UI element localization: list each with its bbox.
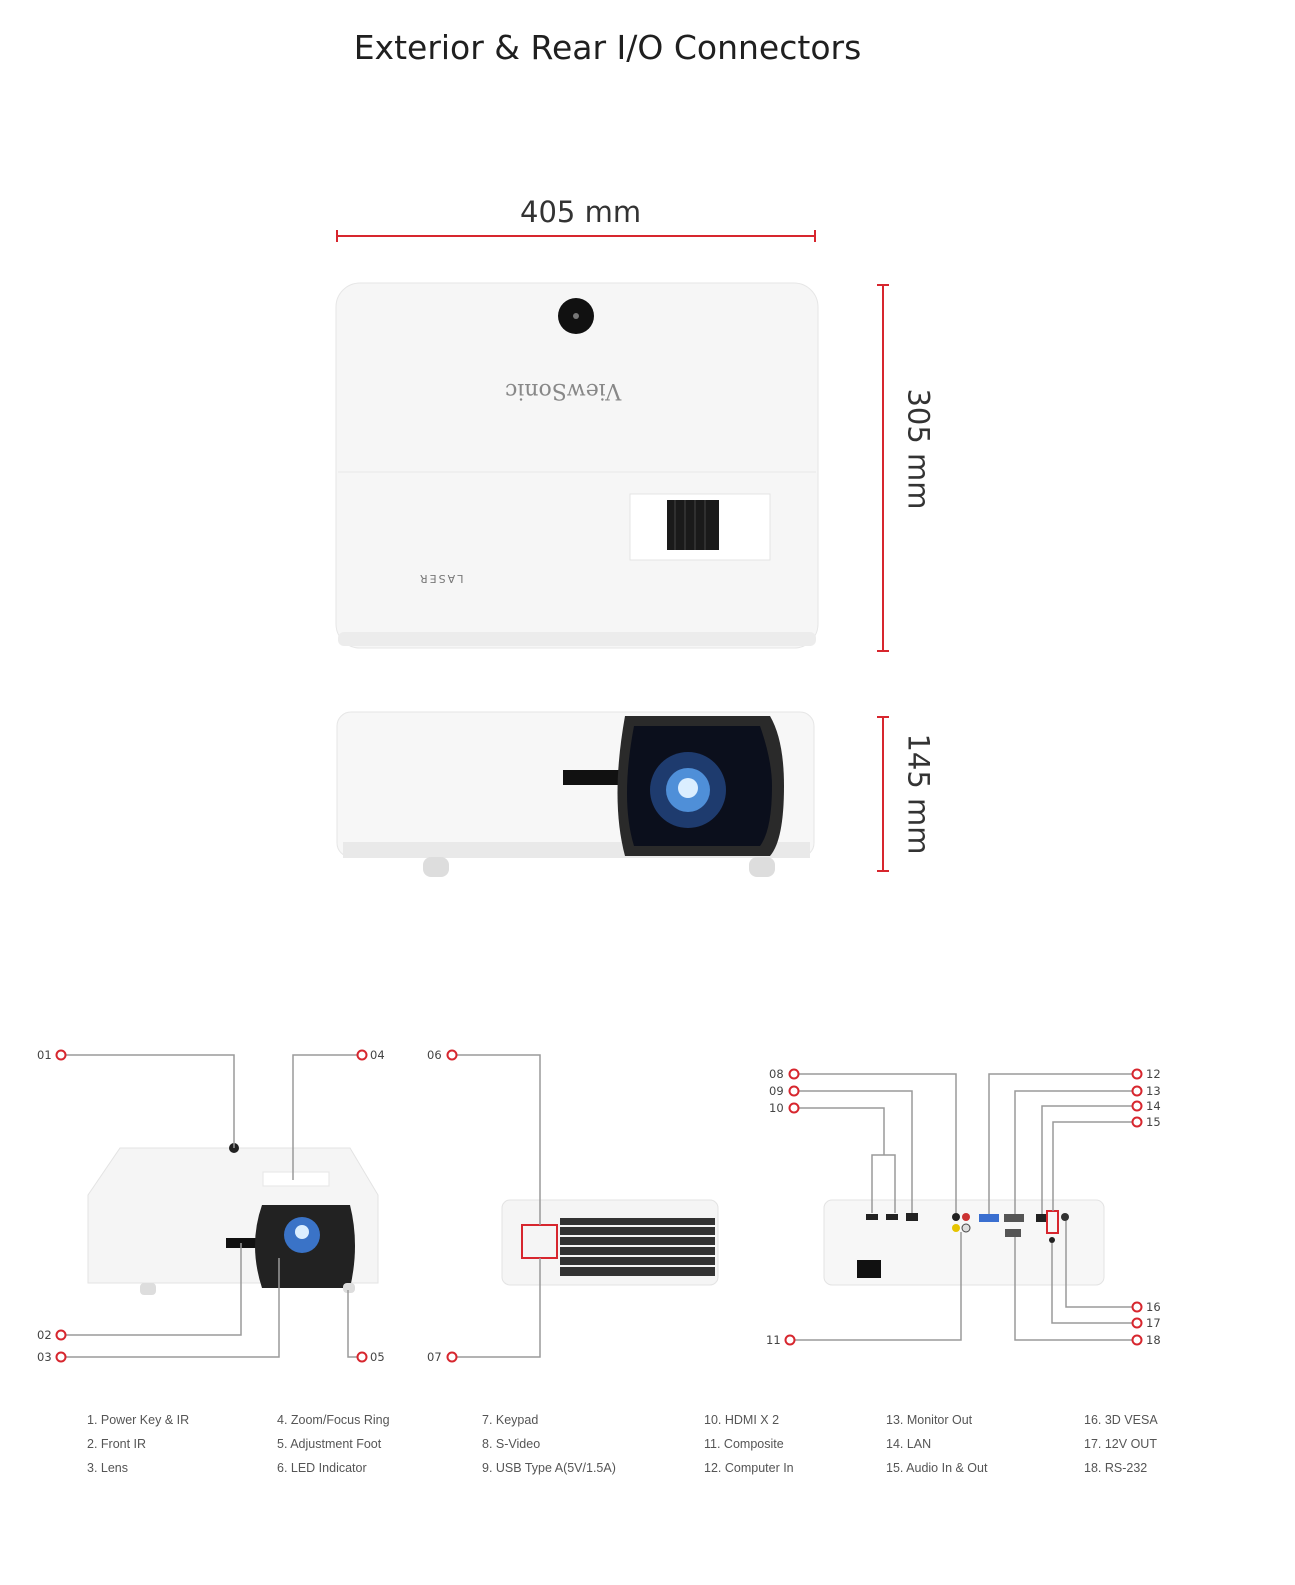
callout-11: 11 [766, 1333, 781, 1347]
legend-item: 14. LAN [886, 1437, 932, 1451]
legend-item: 16. 3D VESA [1084, 1413, 1158, 1427]
legend-item: 4. Zoom/Focus Ring [277, 1413, 390, 1427]
legend-item: 7. Keypad [482, 1413, 539, 1427]
callout-17: 17 [1146, 1316, 1161, 1330]
callout-05: 05 [370, 1350, 385, 1364]
page-title: Exterior & Rear I/O Connectors [353, 28, 862, 67]
height-label: 145 mm [901, 733, 936, 855]
width-label: 405 mm [520, 195, 642, 229]
dimension-lines [336, 230, 889, 872]
legend-item: 10. HDMI X 2 [704, 1413, 780, 1427]
callout-15: 15 [1146, 1115, 1161, 1129]
callout-01: 01 [37, 1048, 52, 1062]
callout-06: 06 [427, 1048, 442, 1062]
callout-16: 16 [1146, 1300, 1161, 1314]
legend-item: 15. Audio In & Out [886, 1461, 988, 1475]
legend-item: 3. Lens [87, 1461, 129, 1475]
callout-18: 18 [1146, 1333, 1161, 1347]
legend-item: 13. Monitor Out [886, 1413, 973, 1427]
projector-front-view [336, 711, 815, 877]
callout-14: 14 [1146, 1099, 1161, 1113]
legend-item: 1. Power Key & IR [87, 1413, 190, 1427]
brand-logo: ViewSonic [505, 378, 622, 403]
legend-item: 18. RS-232 [1084, 1461, 1148, 1475]
callout-07: 07 [427, 1350, 442, 1364]
projector-side-view [501, 1199, 719, 1286]
callout-03: 03 [37, 1350, 52, 1364]
legend-item: 11. Composite [704, 1437, 784, 1451]
leader-lines [66, 1054, 1132, 1358]
legend-item: 2. Front IR [87, 1437, 147, 1451]
callout-markers [55, 1049, 1143, 1363]
legend-item: 5. Adjustment Foot [277, 1437, 382, 1451]
legend-item: 9. USB Type A(5V/1.5A) [482, 1461, 616, 1475]
callout-13: 13 [1146, 1084, 1161, 1098]
legend-item: 12. Computer In [704, 1461, 794, 1475]
projector-angled-view [87, 1143, 379, 1295]
projector-top-view [335, 282, 819, 649]
callout-02: 02 [37, 1328, 52, 1342]
legend-item: 6. LED Indicator [277, 1461, 367, 1475]
projector-rear-view [823, 1199, 1105, 1286]
legend-item: 17. 12V OUT [1084, 1437, 1157, 1451]
callout-04: 04 [370, 1048, 385, 1062]
depth-label: 305 mm [901, 388, 936, 510]
callout-10: 10 [769, 1101, 784, 1115]
callout-12: 12 [1146, 1067, 1161, 1081]
callout-08: 08 [769, 1067, 784, 1081]
callout-09: 09 [769, 1084, 784, 1098]
legend-item: 8. S-Video [482, 1437, 541, 1451]
laser-mark: LASER [418, 572, 464, 585]
